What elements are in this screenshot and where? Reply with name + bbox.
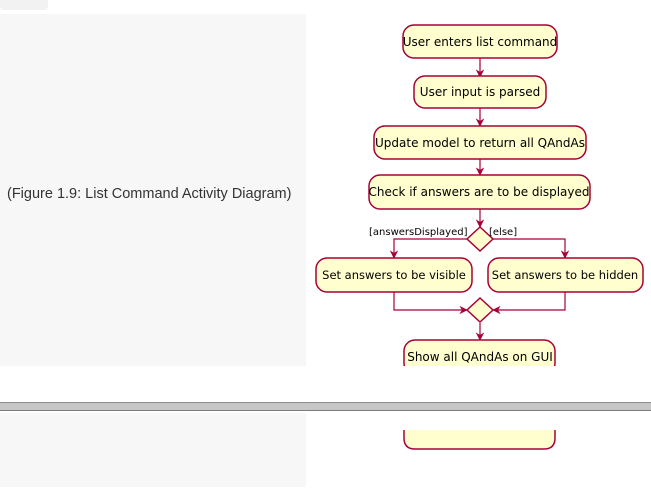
edge-hidden-to-merge [492, 292, 566, 315]
node-set-visible-label: Set answers to be visible [322, 268, 466, 282]
node-set-hidden: Set answers to be hidden [487, 257, 644, 293]
node-enter-command: User enters list command [402, 24, 558, 59]
edge-decision-to-visible [389, 238, 468, 259]
clipped-node-fragment [403, 430, 556, 450]
edge-visible-to-merge [393, 292, 468, 315]
edge-decision-to-hidden [492, 238, 570, 259]
caption-panel [0, 14, 306, 366]
horizontal-divider[interactable] [0, 402, 651, 411]
activity-diagram: User enters list command User input is p… [315, 24, 644, 375]
merge-node [465, 296, 495, 324]
node-parse-input: User input is parsed [413, 75, 547, 109]
top-tab [0, 0, 48, 10]
node-set-hidden-label: Set answers to be hidden [492, 268, 638, 282]
node-set-visible: Set answers to be visible [315, 257, 473, 293]
node-update-model: Update model to return all QAndAs [373, 125, 587, 160]
node-check-display: Check if answers are to be displayed [368, 174, 591, 210]
guard-answers-displayed: [answersDisplayed] [369, 227, 468, 238]
node-parse-input-label: User input is parsed [420, 85, 540, 99]
guard-else: [else] [489, 227, 517, 238]
node-show-all-label: Show all QAndAs on GUI [407, 350, 553, 364]
activity-diagram-panel: User enters list command User input is p… [306, 14, 651, 375]
node-check-display-label: Check if answers are to be displayed [368, 185, 589, 199]
edges [389, 58, 570, 341]
node-show-all: Show all QAndAs on GUI [403, 339, 556, 375]
bottom-diagram-panel [306, 413, 651, 487]
decision-node [465, 225, 495, 253]
node-enter-command-label: User enters list command [403, 35, 558, 49]
node-update-model-label: Update model to return all QAndAs [375, 136, 585, 150]
bottom-left-panel [0, 413, 306, 487]
figure-caption: (Figure 1.9: List Command Activity Diagr… [7, 186, 292, 202]
